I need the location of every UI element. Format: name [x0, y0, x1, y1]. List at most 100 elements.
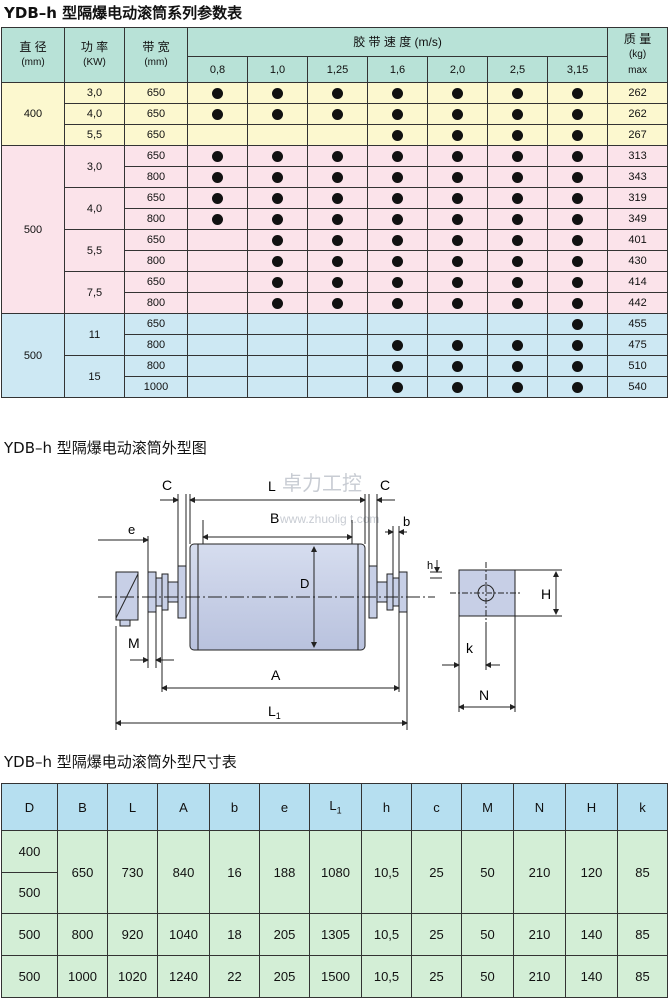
- header-width: 带 宽(mm): [124, 27, 188, 83]
- cell-diameter: 400: [1, 82, 65, 146]
- cell-speed-6: [546, 166, 609, 188]
- available-dot: [392, 234, 403, 246]
- available-dot: [212, 192, 223, 204]
- cell-b: 22: [209, 955, 260, 998]
- cell-speed-1: [247, 376, 308, 398]
- cell-speed-4: [427, 292, 488, 314]
- available-dot: [212, 87, 223, 99]
- available-dot: [392, 255, 403, 267]
- cell-speed-0: [187, 166, 248, 188]
- available-dot: [512, 108, 523, 120]
- available-dot: [512, 171, 523, 183]
- cell-H: 140: [565, 955, 618, 998]
- svg-text:h: h: [427, 560, 433, 572]
- cell-power: 15: [64, 355, 125, 398]
- available-dot: [572, 297, 584, 309]
- cell-speed-4: [427, 376, 488, 398]
- available-dot: [392, 192, 403, 204]
- cell-width: 650: [124, 271, 188, 293]
- cell-speed-2: [307, 82, 368, 104]
- cell-speed-2: [307, 187, 368, 209]
- available-dot: [572, 318, 584, 330]
- drawing-title: YDB–h 型隔爆电动滚筒外型图: [4, 439, 207, 457]
- cell-speed-5: [487, 292, 548, 314]
- cell-speed-4: [427, 313, 488, 335]
- cell-speed-0: [187, 145, 248, 167]
- available-dot: [392, 171, 403, 183]
- cell-speed-6: [546, 376, 609, 398]
- dims-header-3: A: [157, 783, 210, 831]
- available-dot: [332, 192, 343, 204]
- cell-speed-2: [307, 292, 368, 314]
- available-dot: [272, 150, 283, 162]
- cell-width: 650: [124, 187, 188, 209]
- dims-header-4: b: [209, 783, 260, 831]
- available-dot: [512, 234, 523, 246]
- available-dot: [272, 171, 283, 183]
- cell-speed-0: [187, 124, 248, 146]
- cell-D: 400: [1, 830, 58, 873]
- svg-text:N: N: [479, 687, 489, 703]
- cell-D: 500: [1, 955, 58, 998]
- cell-speed-0: [187, 229, 248, 251]
- cell-speed-5: [487, 103, 548, 125]
- available-dot: [452, 276, 463, 288]
- available-dot: [392, 150, 403, 162]
- available-dot: [452, 171, 463, 183]
- available-dot: [572, 192, 584, 204]
- cell-N: 210: [513, 955, 566, 998]
- cell-c: 25: [411, 830, 462, 914]
- cell-speed-3: [367, 208, 428, 230]
- svg-text:L: L: [268, 478, 276, 494]
- cell-b: 18: [209, 913, 260, 956]
- speed-col-2: 1,25: [307, 56, 368, 83]
- cell-width: 800: [124, 208, 188, 230]
- outline-drawing: 卓力工控 www.zhuolig t.com L B C C: [98, 472, 562, 730]
- cell-speed-1: [247, 124, 308, 146]
- available-dot: [332, 108, 343, 120]
- cell-h: 10,5: [361, 913, 412, 956]
- available-dot: [212, 108, 223, 120]
- cell-speed-3: [367, 124, 428, 146]
- cell-mass: 343: [607, 166, 669, 188]
- cell-speed-4: [427, 271, 488, 293]
- cell-width: 650: [124, 229, 188, 251]
- cell-k: 85: [617, 955, 668, 998]
- cell-width: 650: [124, 82, 188, 104]
- cell-speed-0: [187, 103, 248, 125]
- cell-speed-3: [367, 145, 428, 167]
- available-dot: [272, 276, 283, 288]
- available-dot: [332, 276, 343, 288]
- cell-speed-6: [546, 124, 609, 146]
- cell-speed-6: [546, 103, 609, 125]
- available-dot: [452, 297, 463, 309]
- header-power: 功 率(KW): [64, 27, 125, 83]
- speed-col-6: 3,15: [546, 56, 609, 83]
- cell-width: 650: [124, 145, 188, 167]
- cell-e: 188: [259, 830, 310, 914]
- available-dot: [572, 213, 584, 225]
- svg-text:b: b: [403, 514, 410, 529]
- available-dot: [392, 339, 403, 351]
- cell-speed-0: [187, 82, 248, 104]
- cell-speed-3: [367, 334, 428, 356]
- cell-mass: 401: [607, 229, 669, 251]
- cell-speed-3: [367, 376, 428, 398]
- cell-speed-5: [487, 313, 548, 335]
- cell-width: 800: [124, 250, 188, 272]
- cell-speed-1: [247, 208, 308, 230]
- cell-width: 800: [124, 334, 188, 356]
- cell-speed-0: [187, 250, 248, 272]
- cell-speed-2: [307, 376, 368, 398]
- cell-width: 1000: [124, 376, 188, 398]
- cell-speed-4: [427, 208, 488, 230]
- available-dot: [452, 339, 463, 351]
- cell-speed-4: [427, 229, 488, 251]
- cell-A: 840: [157, 830, 210, 914]
